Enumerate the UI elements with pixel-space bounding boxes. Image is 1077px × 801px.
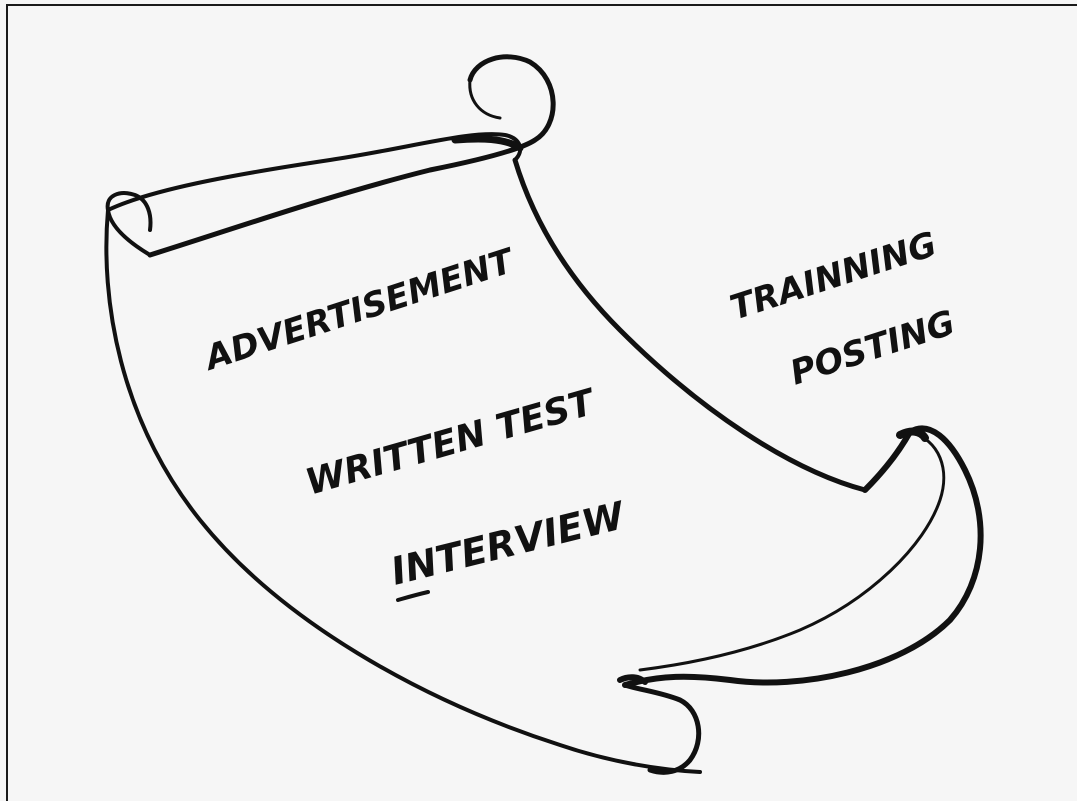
- scroll-right-edge: [515, 160, 865, 490]
- interview-underline: [398, 592, 428, 600]
- step-interview: INTERVIEW: [387, 493, 631, 594]
- side-text-group: TRAINNING POSTING: [725, 224, 960, 393]
- step-posting: POSTING: [785, 303, 960, 394]
- step-advertisement: ADVERTISEMENT: [198, 240, 521, 379]
- step-written-test: WRITTEN TEST: [301, 382, 601, 504]
- scroll-text-group: ADVERTISEMENT WRITTEN TEST INTERVIEW: [198, 240, 631, 600]
- scroll-top-roll: [108, 57, 554, 255]
- scroll-bottom-roll: [620, 428, 981, 772]
- step-trainning: TRAINNING: [725, 224, 941, 328]
